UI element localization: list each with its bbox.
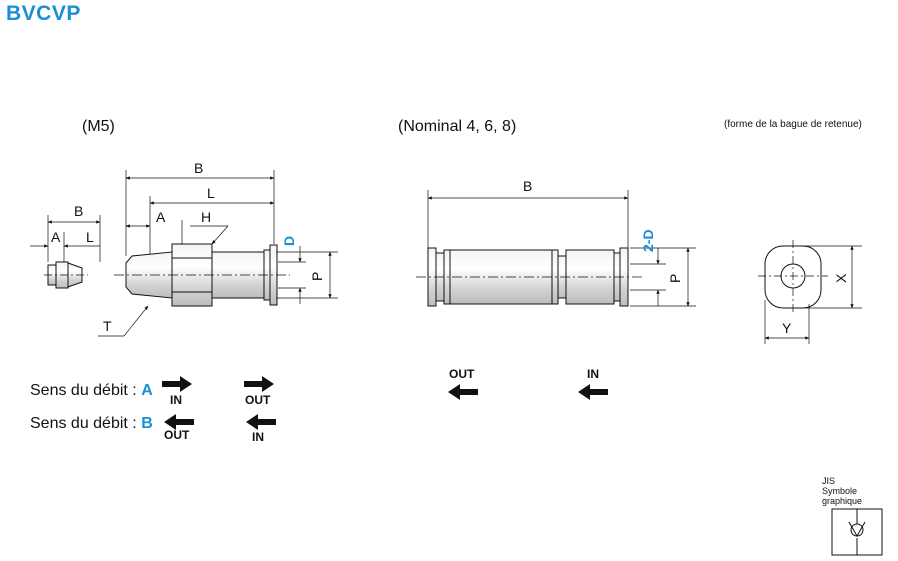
m5-dim-B: B [194,160,203,176]
nominal-fitting [416,247,644,307]
arrow-left-icon [448,384,478,400]
small-dim-A: A [51,229,61,245]
m5-view-caption: (M5) [82,118,115,135]
nominal-dim-2D: 2-D [640,229,656,252]
m5-dims [98,170,338,337]
nominal-dim-B: B [523,178,532,194]
nominal-dim-P: P [667,274,683,283]
arrow-right-icon [244,376,274,392]
flow-arrows [162,376,608,430]
row-a-out-label: OUT [245,393,271,407]
row-b-in-label: IN [252,430,264,444]
nominal-out-label: OUT [449,367,475,381]
m5-dim-P: P [309,272,325,281]
arrow-left-icon [246,414,276,430]
flow-row-a-label: Sens du débit : [30,382,142,399]
small-view-dims [30,215,101,262]
retaining-ring [758,240,828,314]
jis-caption: JIS Symbole graphique [822,476,898,506]
row-b-out-label: OUT [164,428,190,442]
nominal-in-label: IN [587,367,599,381]
ring-dim-Y: Y [782,320,792,336]
jis-line-1: JIS [822,476,836,486]
ring-view-caption: (forme de la bague de retenue) [724,119,862,130]
row-a-in-label: IN [170,393,182,407]
small-side-view [44,261,88,289]
flow-row-b-label: Sens du débit : [30,415,142,432]
arrow-right-icon [162,376,192,392]
arrow-left-icon [578,384,608,400]
m5-dim-L: L [207,185,215,201]
flow-row-b-key: B [141,415,153,432]
page-title: BVCVP [6,2,81,25]
m5-fitting [114,243,290,307]
ring-dims [764,245,862,344]
ring-dim-X: X [833,273,849,283]
nominal-dims [427,190,696,307]
m5-dim-D: D [281,236,297,246]
flow-row-a: Sens du débit : A [30,382,153,400]
flow-row-b: Sens du débit : B [30,415,153,433]
nominal-view-caption: (Nominal 4, 6, 8) [398,118,517,135]
arrow-left-icon [164,414,194,430]
jis-line-2: Symbole graphique [822,486,863,506]
m5-dim-H: H [201,209,211,225]
flow-row-a-key: A [141,382,153,399]
m5-dim-A: A [156,209,166,225]
m5-dim-T: T [103,318,112,334]
jis-check-valve-symbol [831,508,883,556]
small-dim-L: L [86,229,94,245]
small-dim-B: B [74,203,83,219]
